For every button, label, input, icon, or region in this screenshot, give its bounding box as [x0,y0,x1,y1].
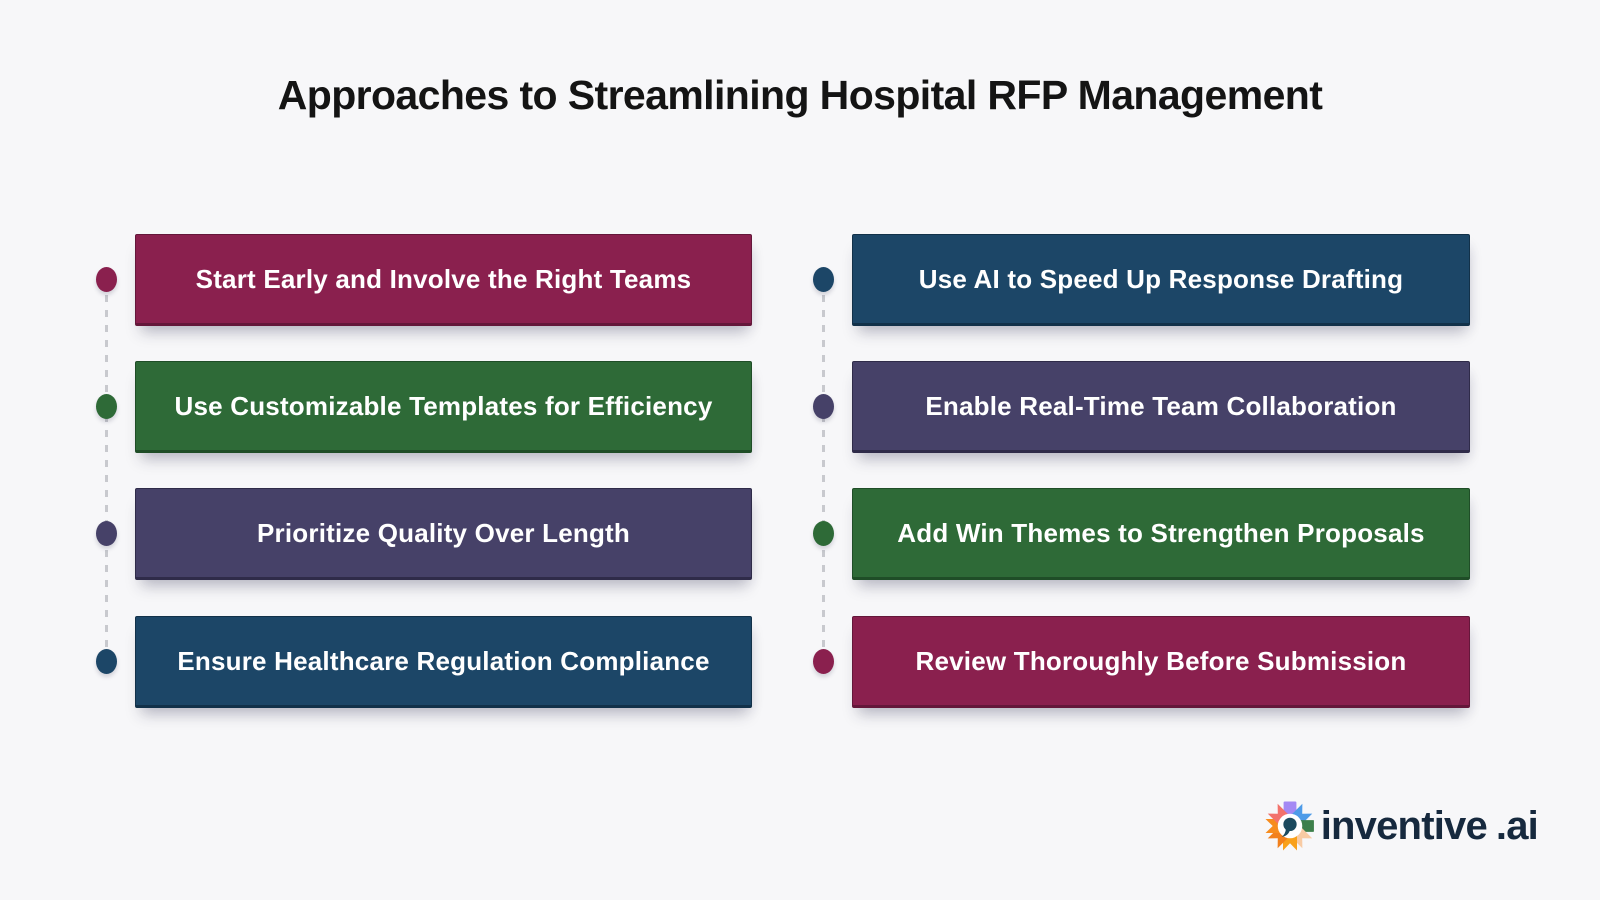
approach-box: Use Customizable Templates for Efficienc… [135,361,752,453]
approach-box: Add Win Themes to Strengthen Proposals [852,488,1470,580]
timeline-dot [813,267,834,292]
approach-box-label: Enable Real-Time Team Collaboration [925,390,1397,421]
brand-domain: .ai [1495,803,1539,848]
approach-box: Use AI to Speed Up Response Drafting [852,234,1470,326]
timeline-dot [96,394,117,419]
approach-box-label: Use AI to Speed Up Response Drafting [918,263,1404,294]
approach-box-label: Ensure Healthcare Regulation Compliance [177,645,710,676]
page-title: Approaches to Streamlining Hospital RFP … [277,72,1323,118]
approach-box-label: Review Thoroughly Before Submission [915,645,1407,676]
approach-box: Ensure Healthcare Regulation Compliance [135,616,752,708]
connector-line [822,280,825,663]
timeline-dot [96,521,117,546]
brand-logo: inventive .ai [1262,798,1539,854]
inventive-flower-icon [1265,801,1314,851]
connector-line [105,280,108,663]
timeline-dot [813,521,834,546]
approach-box: Prioritize Quality Over Length [135,488,752,580]
approach-box-label: Use Customizable Templates for Efficienc… [174,390,713,421]
brand-wordmark: inventive [1320,803,1488,848]
approach-box: Review Thoroughly Before Submission [852,616,1470,708]
timeline-dot [813,649,834,674]
approach-box: Start Early and Involve the Right Teams [135,234,752,326]
timeline-dot [96,267,117,292]
approach-box-label: Add Win Themes to Strengthen Proposals [897,517,1425,548]
timeline-dot [813,394,834,419]
approach-box: Enable Real-Time Team Collaboration [852,361,1470,453]
approach-box-label: Prioritize Quality Over Length [257,517,630,548]
approach-box-label: Start Early and Involve the Right Teams [195,263,692,294]
timeline-dot [96,649,117,674]
